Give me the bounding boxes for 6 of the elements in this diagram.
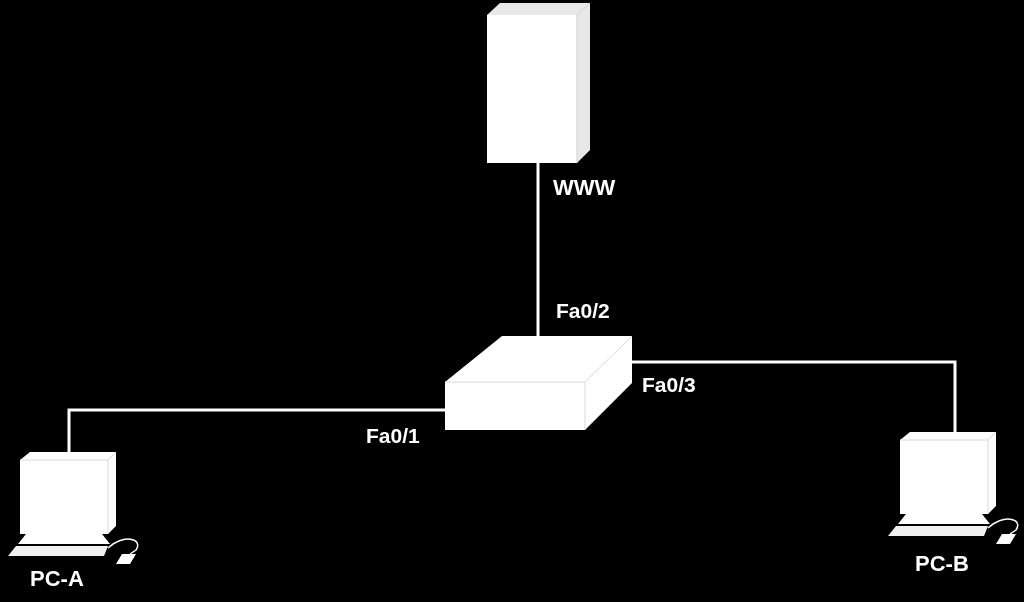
device-label: PC-B bbox=[915, 553, 969, 575]
network-cable bbox=[632, 360, 957, 432]
network-cable bbox=[536, 163, 540, 336]
device-label: WWW bbox=[553, 177, 616, 199]
network-cable bbox=[67, 408, 445, 452]
device-label: PC-A bbox=[30, 568, 84, 590]
